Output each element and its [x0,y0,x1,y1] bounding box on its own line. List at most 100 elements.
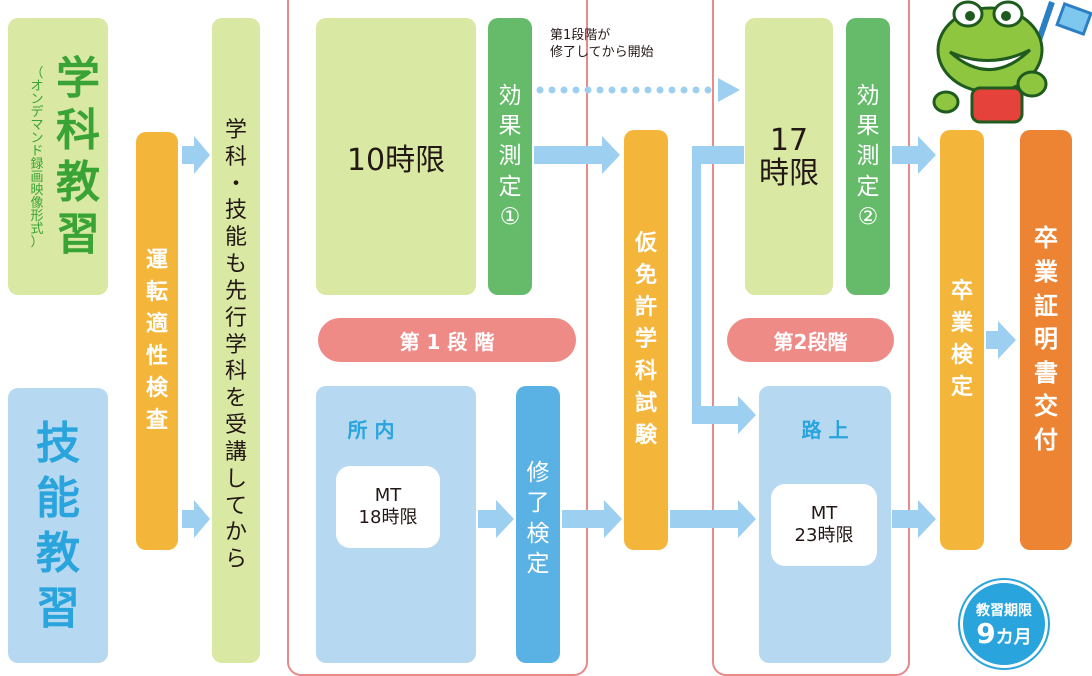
char: 仮 [634,231,657,257]
char: ・ [224,171,247,197]
stage2-lecture-box: 17 時限 [745,18,833,295]
char: 教 [56,157,100,208]
stage2-course-label: 路 上 [801,418,849,442]
char: 測 [498,143,522,170]
char: も [224,252,247,278]
char: 能 [224,225,247,251]
char: 習 [56,208,100,260]
note-line2: 修了してから開始 [550,44,654,60]
badge-line1: 教習期限 [976,603,1032,619]
char: 業 [1034,258,1058,287]
badge-unit: カ月 [995,627,1032,648]
char: 交 [1034,392,1058,421]
arrow-icon [182,500,210,538]
stage1-mt-hours: 18時限 [358,507,418,528]
badge-number: 9 [976,617,996,650]
stage2-label-text: 第2段階 [773,329,848,354]
char: 定 [856,173,880,200]
char: 画 [30,170,44,185]
char: 修 [526,460,550,486]
stage-start-note: 第1段階が 修了してから開始 [550,28,710,62]
note-line1: 第1段階が [550,28,611,43]
char: 行 [224,305,247,331]
char: 習 [36,582,80,634]
graduation-exam-box: 卒 業 検 定 [940,130,984,550]
char: 先 [224,278,247,304]
char: 検 [526,520,550,547]
char: 能 [36,472,80,524]
frog-mascot-icon [932,0,1092,124]
char: 転 [145,280,168,306]
period-badge: 教習期限 9カ月 [960,580,1048,668]
stage1-label: 第 1 段 階 [318,318,576,362]
char: か [224,520,247,546]
stage1-lecture-box: 10時限 [316,18,476,295]
char: 付 [1034,425,1058,454]
char: 効 [856,82,880,109]
char: 学 [224,118,247,143]
certificate-issue-box: 卒 業 証 明 書 交 付 [1020,130,1072,550]
stage1-lecture-text: 10時限 [346,142,446,178]
char: 卒 [950,279,973,305]
stage1-mt-box: MT 18時限 [336,466,440,548]
char: ド [30,144,44,159]
char: 受 [224,413,247,439]
char: 果 [498,112,522,139]
char: 定 [950,374,973,400]
char: 験 [634,422,657,448]
char: デ [30,105,44,120]
skill-course-box: 技 能 教 習 [8,388,108,663]
stage2-effect-test-box: 効 果 測 定 ② [846,18,890,295]
stage2-mt-hours: 23時限 [794,525,854,546]
char: 了 [526,490,550,517]
stage2-road-course-box: 路 上 MT 23時限 [759,386,891,663]
char: 映 [30,183,44,198]
char: 科 [634,358,657,384]
char: 効 [498,82,522,109]
stage2-mt-type: MT [810,503,838,525]
char: 測 [856,143,880,170]
char: 式 [30,222,44,237]
char: 明 [1034,325,1058,354]
char: 運 [145,248,168,274]
char: ① [499,204,521,231]
char: 書 [1034,358,1058,387]
char: 学 [224,332,247,358]
char: て [224,493,247,519]
aptitude-test-box: 運 転 適 性 検 査 [136,132,178,550]
char: ら [224,547,247,573]
arrow-icon [986,321,1016,359]
char: 卒 [1034,224,1058,253]
char: 果 [856,112,880,139]
char: 査 [145,407,168,433]
char: 定 [498,173,522,200]
stage1-label-text: 第 1 段 階 [399,329,495,354]
advance-academic-box: 学 科 ・ 技 能 も 先 行 学 科 を 受 講 し て か ら [212,18,260,663]
stage2-mt-box: MT 23時限 [771,484,877,566]
char: ） [30,235,44,250]
badge-line2: 9カ月 [976,620,1031,648]
stage1-completion-exam-box: 修 了 検 定 [516,386,560,663]
char: 学 [56,53,100,105]
academic-course-box: 学 科 教 習 （ オ ン デ マ ン ド 録 画 映 像 形 式 ） [8,18,108,295]
char: 検 [145,375,168,401]
academic-course-subtitle: （ オ ン デ マ ン ド 録 画 映 像 形 式 ） [28,38,46,278]
char: 像 [30,196,44,211]
char: 録 [30,157,44,172]
stage2-lecture-unit: 時限 [759,155,819,191]
char: 業 [950,311,973,337]
char: 科 [56,105,100,157]
char: 性 [145,344,168,369]
stage1-effect-test-box: 効 果 測 定 ① [488,18,532,295]
char: し [224,466,247,492]
char: 適 [145,312,168,338]
char: オ [30,79,44,94]
stage2-label: 第2段階 [727,318,894,362]
char: 免 [634,263,657,289]
stage1-course-box: 所 内 MT 18時限 [316,386,476,663]
academic-course-title: 学 科 教 習 [52,26,104,288]
char: 科 [224,144,247,170]
char: 形 [30,209,44,224]
char: 証 [1034,291,1058,320]
char: 教 [36,527,80,579]
